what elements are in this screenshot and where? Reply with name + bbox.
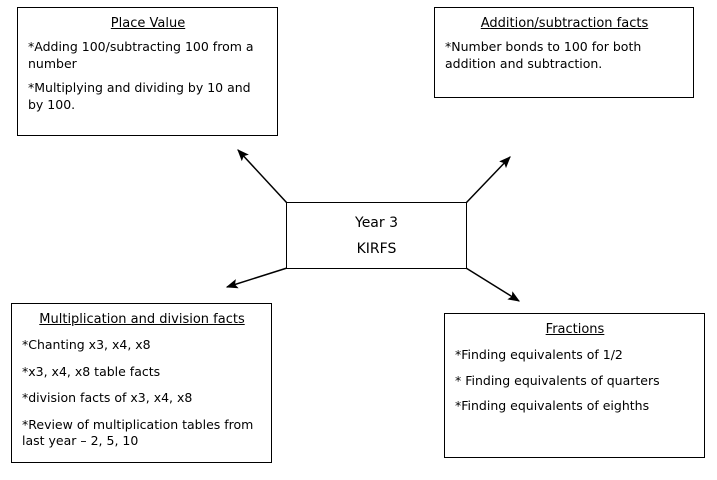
arrow-center-to-addition	[465, 156, 511, 204]
node-fractions-title: Fractions	[545, 322, 605, 337]
node-addition-subtraction-facts[interactable]: Addition/subtraction facts *Number bonds…	[434, 7, 694, 98]
bullet-item: *Adding 100/subtracting 100 from a numbe…	[28, 39, 254, 71]
node-center-year-3-kirfs[interactable]: Year 3 KIRFS	[286, 202, 467, 269]
bullet-item: *Finding equivalents of eighths	[455, 398, 650, 413]
center-title-line-2: KIRFS	[356, 240, 397, 257]
bullet-item: *x3, x4, x8 table facts	[22, 363, 161, 379]
bullet-item: * Finding equivalents of quarters	[455, 372, 660, 388]
node-place-value-title: Place Value	[110, 16, 186, 31]
node-place-value-bullets: *Adding 100/subtracting 100 from a numbe…	[28, 39, 268, 113]
bullet-item: *Review of multiplication tables from la…	[22, 416, 254, 449]
bullet-item: *Chanting x3, x4, x8	[22, 337, 151, 352]
node-fractions[interactable]: Fractions *Finding equivalents of 1/2 * …	[444, 313, 705, 458]
center-title-line-1: Year 3	[355, 214, 398, 231]
arrow-center-to-fractions	[465, 267, 521, 302]
node-multiplication-division-facts-bullets: *Chanting x3, x4, x8 *x3, x4, x8 table f…	[22, 337, 262, 450]
bullet-item: *Multiplying and dividing by 10 and by 1…	[28, 80, 251, 112]
arrow-center-to-multiplication	[225, 267, 288, 289]
node-multiplication-division-facts[interactable]: Multiplication and division facts *Chant…	[11, 303, 272, 463]
arrow-center-to-place-value	[237, 149, 288, 204]
bullet-item: *Number bonds to 100 for both addition a…	[445, 39, 642, 71]
node-multiplication-division-facts-title: Multiplication and division facts	[39, 312, 245, 327]
bullet-item: *division facts of x3, x4, x8	[22, 390, 193, 405]
node-addition-subtraction-facts-bullets: *Number bonds to 100 for both addition a…	[445, 39, 684, 72]
node-addition-subtraction-facts-title: Addition/subtraction facts	[480, 16, 649, 31]
node-place-value[interactable]: Place Value *Adding 100/subtracting 100 …	[17, 7, 278, 136]
bullet-item: *Finding equivalents of 1/2	[455, 347, 623, 362]
node-fractions-bullets: *Finding equivalents of 1/2 * Finding eq…	[455, 347, 695, 415]
